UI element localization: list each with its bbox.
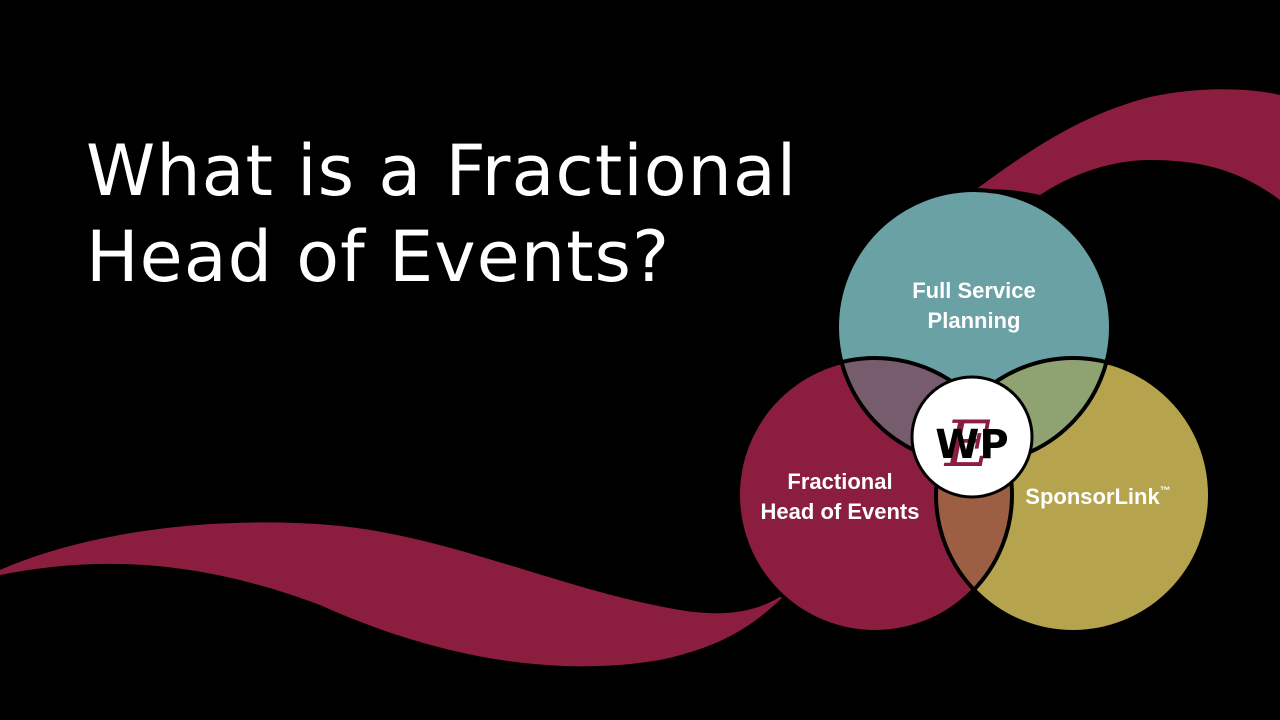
wp-logo: E WP	[910, 375, 1034, 499]
label-fractional-line1: Fractional	[787, 469, 892, 494]
label-sponsorlink: SponsorLink™	[1025, 484, 1170, 509]
label-sponsorlink-text: SponsorLink	[1025, 484, 1160, 509]
logo-wp-text: WP	[935, 422, 1008, 468]
slide-title: What is a Fractional Head of Events?	[86, 128, 797, 300]
ribbon-upper	[975, 89, 1280, 200]
ribbon-lower	[0, 522, 790, 667]
logo-script-letter: E	[944, 408, 992, 482]
slide-title-line2: Head of Events?	[86, 216, 671, 298]
trademark-mark: ™	[1160, 485, 1171, 497]
slide-title-line1: What is a Fractional	[86, 130, 798, 212]
label-full-service-line1: Full Service	[912, 278, 1036, 303]
label-fractional-line2: Head of Events	[761, 499, 920, 524]
circle-outlines	[736, 188, 1212, 634]
label-full-service-line2: Planning	[928, 308, 1021, 333]
